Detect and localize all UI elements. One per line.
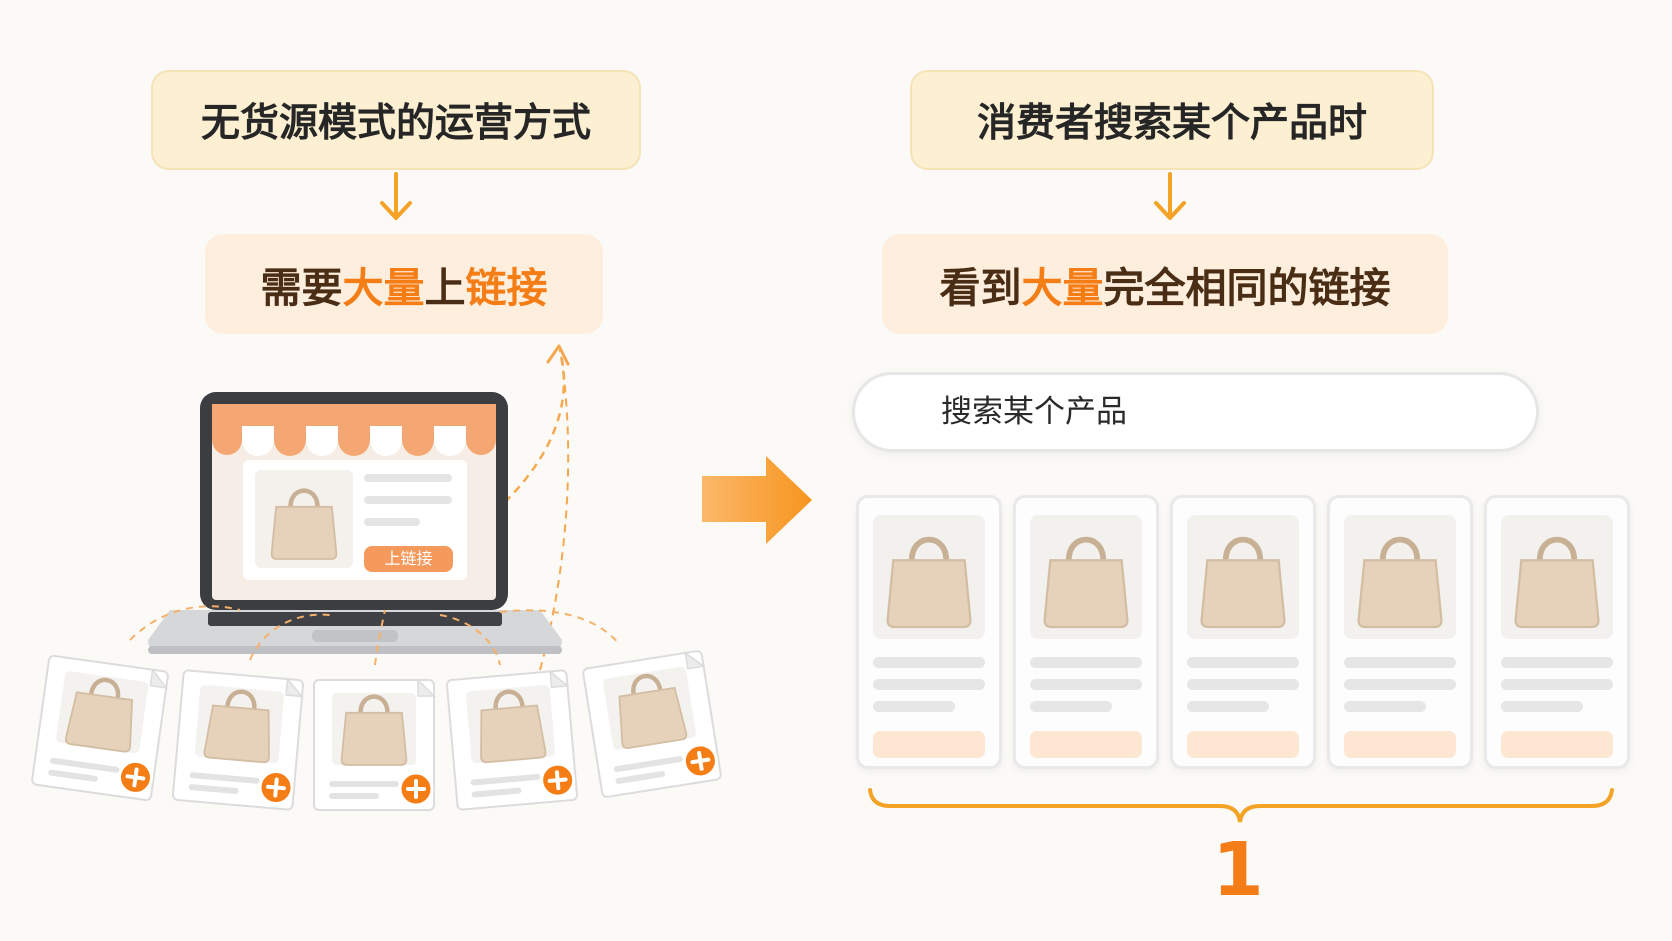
card-line <box>1030 701 1112 712</box>
card-line <box>1344 679 1456 690</box>
arrow-down-icon <box>1154 172 1186 220</box>
right-title: 消费者搜索某个产品时 <box>976 101 1367 146</box>
right-subtitle-part: 完全相同的链接 <box>1103 264 1391 312</box>
search-text: 搜索某个产品 <box>941 394 1127 430</box>
card-image <box>873 515 985 639</box>
card-line <box>1030 679 1142 690</box>
product-card[interactable] <box>1484 495 1630 769</box>
plus-circle-icon <box>538 760 578 800</box>
count-label: 1 <box>1212 827 1264 913</box>
left-subtitle-highlight: 链接 <box>465 264 548 312</box>
handbag-icon <box>1187 515 1299 639</box>
card-button[interactable] <box>873 731 985 758</box>
card-button[interactable] <box>1030 731 1142 758</box>
card-image <box>1501 515 1613 639</box>
left-subtitle-box: 需要大量上链接 <box>205 234 603 334</box>
handbag-icon <box>1501 515 1613 639</box>
left-subtitle-part: 上 <box>424 264 466 312</box>
right-subtitle-part: 看到 <box>939 264 1022 312</box>
product-doc <box>445 669 579 811</box>
product-card[interactable] <box>1327 495 1473 769</box>
product-doc <box>171 669 305 811</box>
search-input[interactable]: 搜索某个产品 <box>852 372 1539 452</box>
card-line <box>1030 657 1142 668</box>
laptop-list-button <box>364 546 453 572</box>
product-doc <box>30 654 170 802</box>
right-title-box: 消费者搜索某个产品时 <box>910 70 1434 170</box>
plus-circle-icon <box>398 771 434 807</box>
card-line <box>1501 679 1613 690</box>
card-line <box>1187 657 1299 668</box>
card-line <box>873 701 955 712</box>
card-button[interactable] <box>1501 731 1613 758</box>
laptop-icon <box>148 392 562 654</box>
left-subtitle-part: 需要 <box>260 264 343 312</box>
card-image <box>1030 515 1142 639</box>
handbag-icon <box>1030 515 1142 639</box>
product-doc <box>581 649 723 799</box>
arrow-down-icon <box>380 172 412 220</box>
handbag-icon <box>1344 515 1456 639</box>
card-button[interactable] <box>1344 731 1456 758</box>
right-subtitle-box: 看到大量完全相同的链接 <box>882 234 1448 334</box>
awning-icon <box>212 404 496 456</box>
brace <box>868 788 1614 823</box>
card-line <box>1187 679 1299 690</box>
left-title-box: 无货源模式的运营方式 <box>151 70 641 170</box>
handbag-icon <box>873 515 985 639</box>
card-line <box>1501 657 1613 668</box>
arrow-right-icon <box>702 456 812 544</box>
product-doc <box>313 679 435 811</box>
laptop-button-label: 上链接 <box>384 549 433 568</box>
card-line <box>1501 701 1583 712</box>
plus-circle-icon <box>256 768 296 807</box>
left-title: 无货源模式的运营方式 <box>200 101 591 146</box>
card-line <box>1187 701 1269 712</box>
card-line <box>873 657 985 668</box>
card-image <box>1344 515 1456 639</box>
product-card[interactable] <box>856 495 1002 769</box>
card-image <box>1187 515 1299 639</box>
right-subtitle-highlight: 大量 <box>1021 264 1104 312</box>
left-subtitle-highlight: 大量 <box>342 264 425 312</box>
product-card[interactable] <box>1170 495 1316 769</box>
distribution-curves <box>129 605 621 666</box>
card-line <box>873 679 985 690</box>
card-line <box>1344 701 1426 712</box>
card-line <box>1344 657 1456 668</box>
product-card[interactable] <box>1013 495 1159 769</box>
card-button[interactable] <box>1187 731 1299 758</box>
